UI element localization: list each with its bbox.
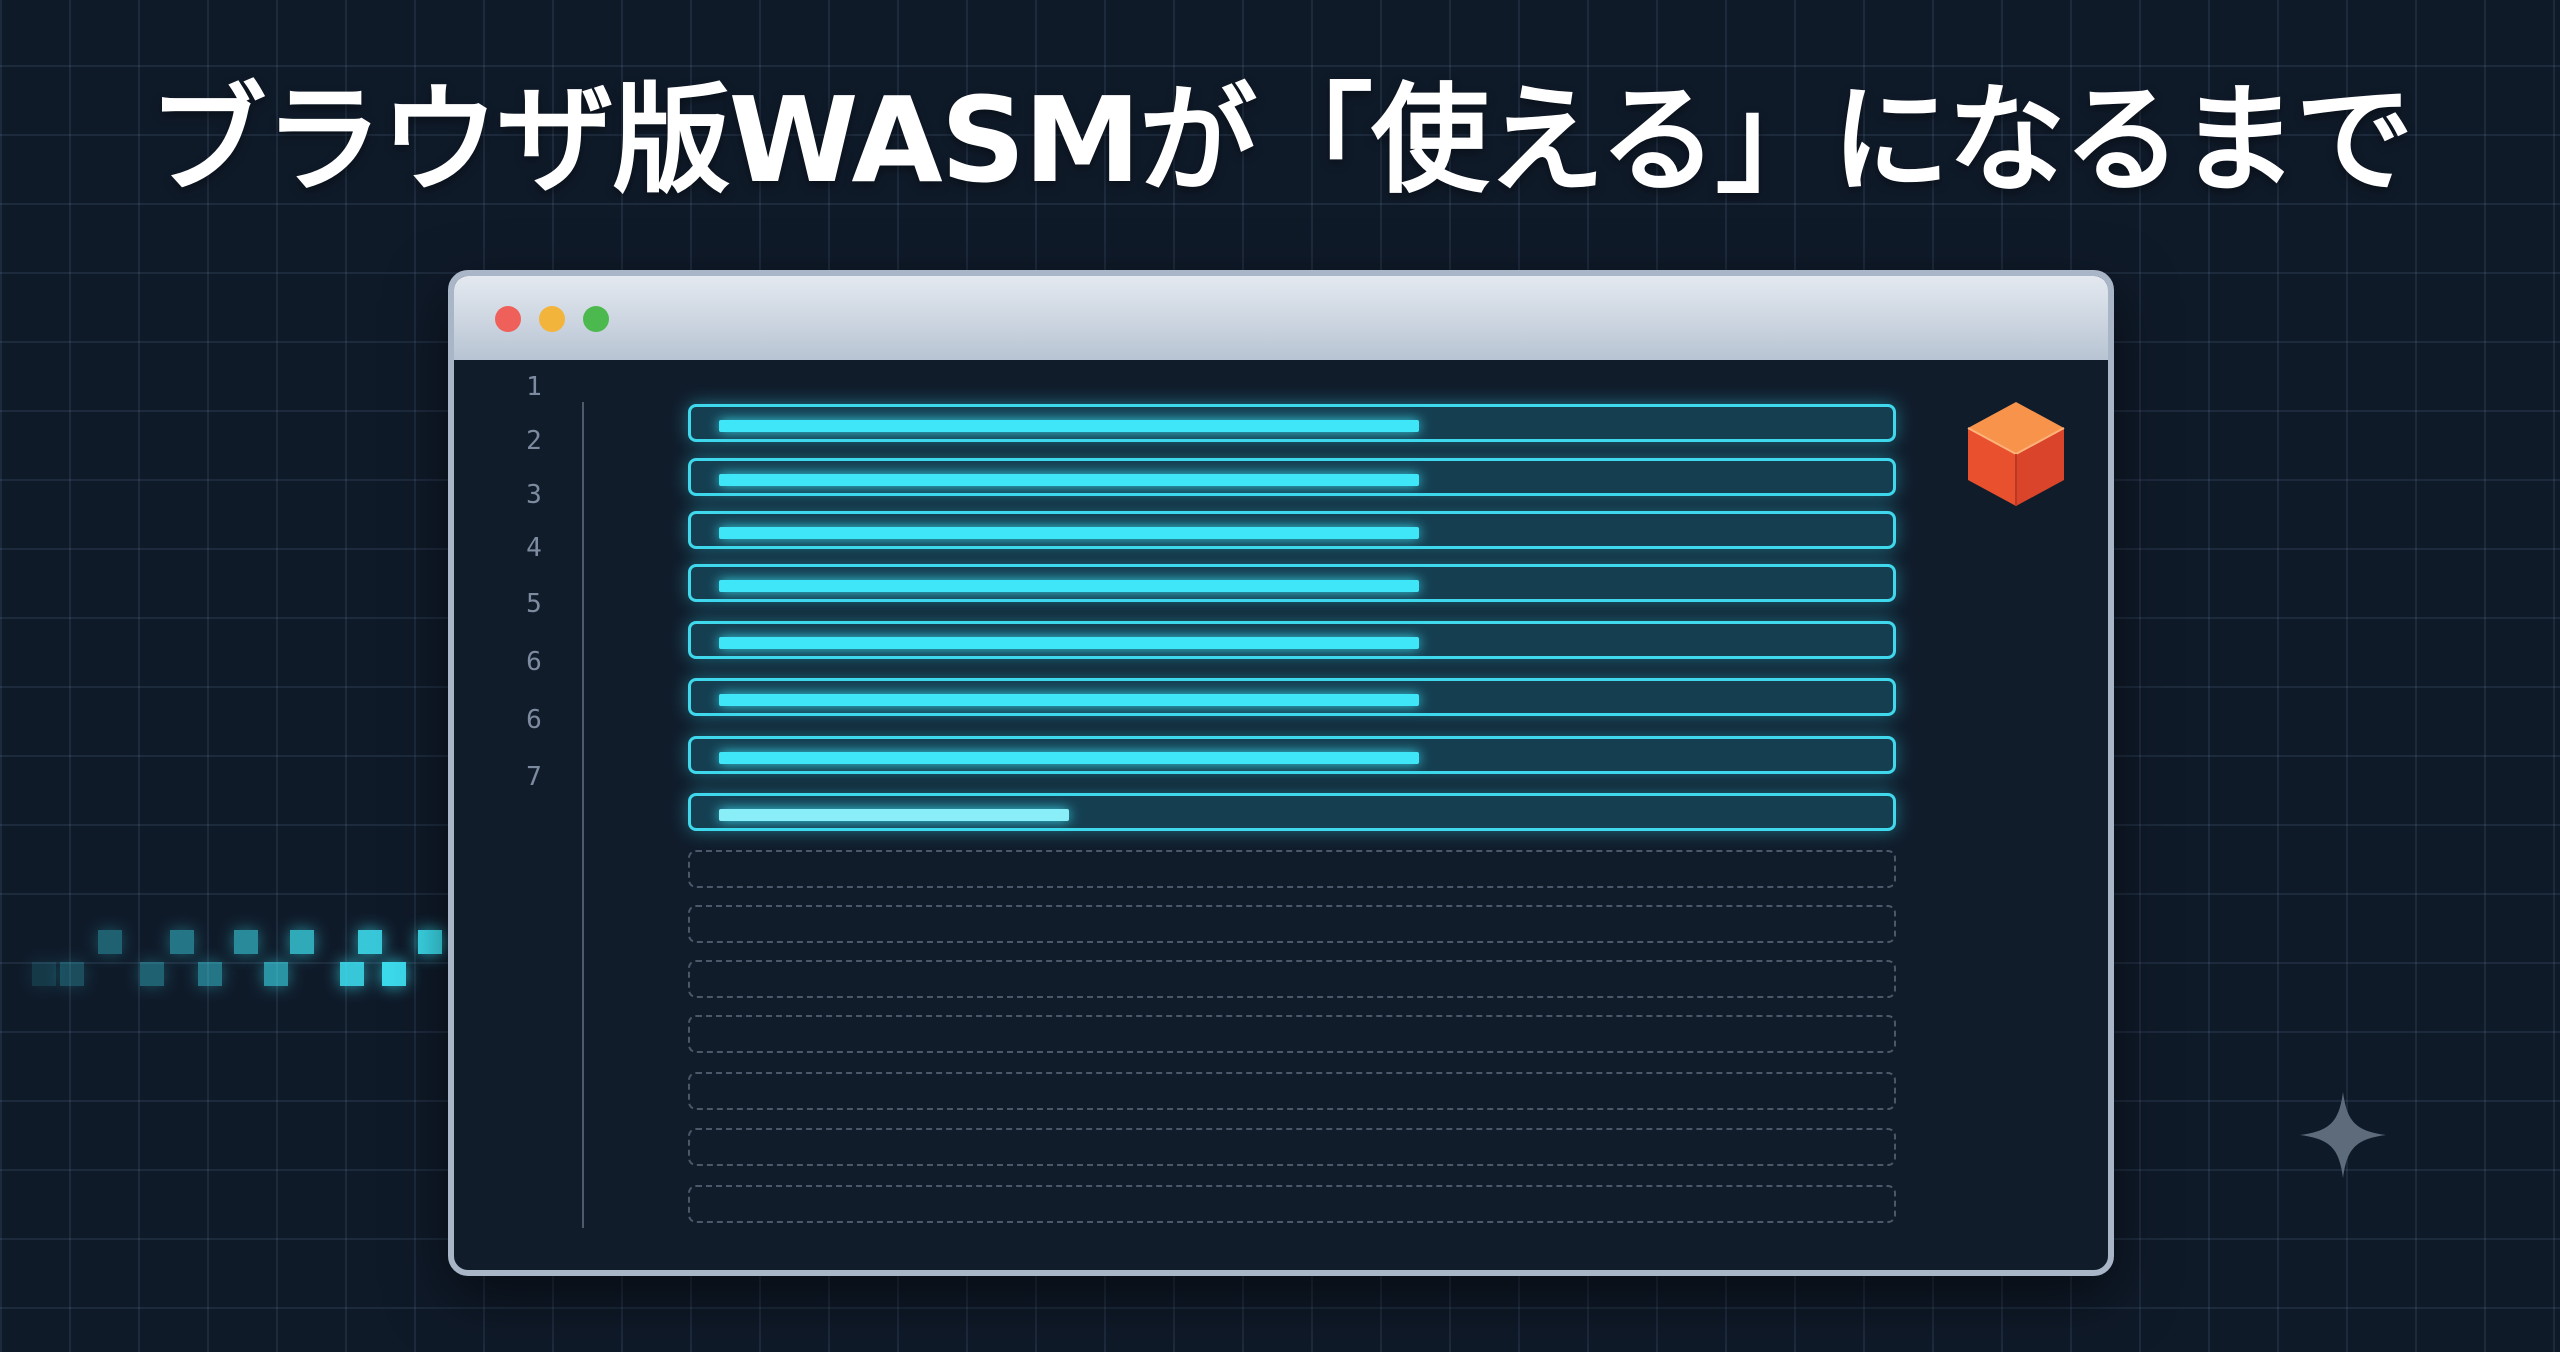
pixel-square bbox=[234, 930, 258, 954]
pixel-square bbox=[140, 962, 164, 986]
empty-code-row bbox=[688, 1015, 1896, 1053]
pixel-square bbox=[198, 962, 222, 986]
empty-code-row bbox=[688, 1072, 1896, 1110]
loaded-code-row bbox=[688, 621, 1896, 659]
line-number: 7 bbox=[526, 762, 542, 792]
loading-code-row bbox=[688, 793, 1896, 831]
pixel-square bbox=[264, 962, 288, 986]
pixel-square bbox=[382, 962, 406, 986]
code-bar bbox=[719, 580, 1419, 592]
code-bar bbox=[719, 420, 1419, 432]
empty-code-row bbox=[688, 960, 1896, 998]
code-editor: 1 2 3 4 5 6 6 7 bbox=[454, 360, 2108, 1270]
empty-code-row bbox=[688, 1185, 1896, 1223]
pixel-square bbox=[60, 962, 84, 986]
pixel-square bbox=[290, 930, 314, 954]
pixel-square bbox=[98, 930, 122, 954]
pixel-square bbox=[418, 930, 442, 954]
browser-window: 1 2 3 4 5 6 6 7 bbox=[448, 270, 2114, 1276]
code-bar-progress bbox=[719, 809, 1069, 821]
loaded-code-row bbox=[688, 404, 1896, 442]
code-bar bbox=[719, 752, 1419, 764]
line-number: 6 bbox=[526, 705, 542, 735]
browser-title-bar bbox=[454, 276, 2108, 360]
wasm-cube-icon bbox=[1967, 402, 2065, 506]
code-bar bbox=[719, 637, 1419, 649]
empty-code-row bbox=[688, 905, 1896, 943]
code-bar bbox=[719, 694, 1419, 706]
line-number: 3 bbox=[526, 480, 542, 510]
gutter-divider bbox=[582, 402, 584, 1228]
maximize-window-button[interactable] bbox=[583, 306, 609, 332]
empty-code-row bbox=[688, 850, 1896, 888]
sparkle-icon bbox=[2300, 1092, 2386, 1178]
pixel-square bbox=[340, 962, 364, 986]
loaded-code-row bbox=[688, 458, 1896, 496]
loaded-code-row bbox=[688, 736, 1896, 774]
code-bar bbox=[719, 474, 1419, 486]
minimize-window-button[interactable] bbox=[539, 306, 565, 332]
loaded-code-row bbox=[688, 564, 1896, 602]
headline: ブラウザ版WASMが「使える」になるまで bbox=[148, 71, 2413, 209]
line-number: 6 bbox=[526, 647, 542, 677]
loaded-code-row bbox=[688, 678, 1896, 716]
pixel-square bbox=[32, 962, 56, 986]
code-bar bbox=[719, 527, 1419, 539]
line-number: 5 bbox=[526, 589, 542, 619]
line-number: 2 bbox=[526, 426, 542, 456]
close-window-button[interactable] bbox=[495, 306, 521, 332]
line-number: 4 bbox=[526, 533, 542, 563]
pixel-square bbox=[358, 930, 382, 954]
line-number: 1 bbox=[526, 372, 542, 402]
loaded-code-row bbox=[688, 511, 1896, 549]
pixel-square bbox=[170, 930, 194, 954]
empty-code-row bbox=[688, 1128, 1896, 1166]
